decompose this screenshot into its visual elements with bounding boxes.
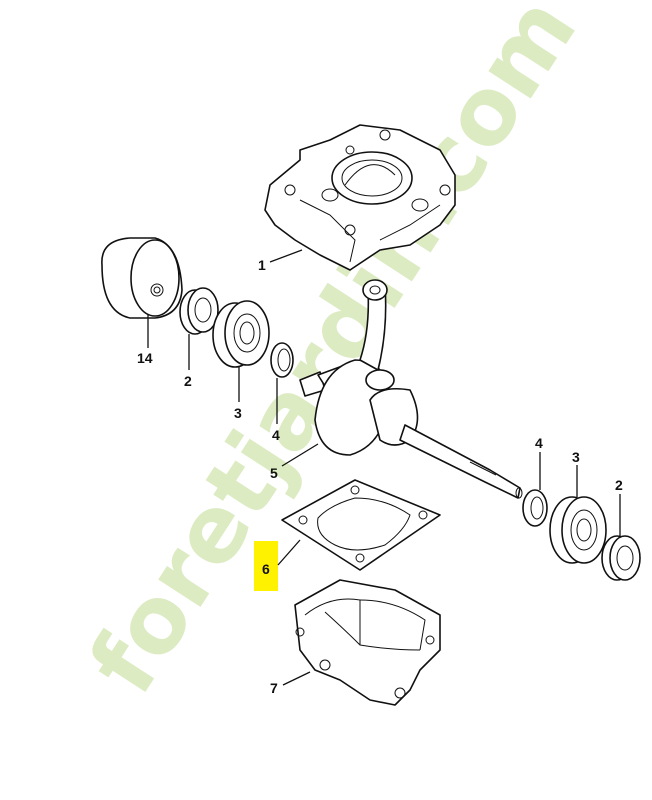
highlight-callout-6 bbox=[254, 541, 278, 591]
callout-6: 6 bbox=[262, 561, 270, 577]
callout-2-left: 2 bbox=[184, 373, 192, 389]
part-seal-right bbox=[522, 489, 548, 527]
part-clutch-drum bbox=[101, 237, 183, 319]
part-upper-crankcase bbox=[264, 124, 456, 271]
callout-2-right: 2 bbox=[615, 477, 623, 493]
part-bearing-small-right bbox=[601, 535, 641, 581]
callout-3-left: 3 bbox=[234, 405, 242, 421]
part-gasket bbox=[281, 479, 441, 571]
callout-labels: 1 14 2 3 4 5 6 4 3 2 7 bbox=[137, 257, 623, 696]
callout-7: 7 bbox=[270, 680, 278, 696]
part-seal-left bbox=[270, 342, 294, 378]
callout-5: 5 bbox=[270, 465, 278, 481]
part-crankshaft bbox=[299, 279, 523, 499]
callout-4-right: 4 bbox=[535, 435, 543, 451]
leader-lines bbox=[147, 249, 621, 686]
callout-3-right: 3 bbox=[572, 449, 580, 465]
part-lower-crankcase bbox=[294, 579, 441, 706]
callout-4-left: 4 bbox=[272, 427, 280, 443]
part-bearing-large-left bbox=[212, 300, 270, 368]
callout-14: 14 bbox=[137, 350, 153, 366]
callout-1: 1 bbox=[258, 257, 266, 273]
part-bearing-small-left bbox=[179, 287, 219, 335]
part-bearing-large-right bbox=[549, 496, 607, 564]
